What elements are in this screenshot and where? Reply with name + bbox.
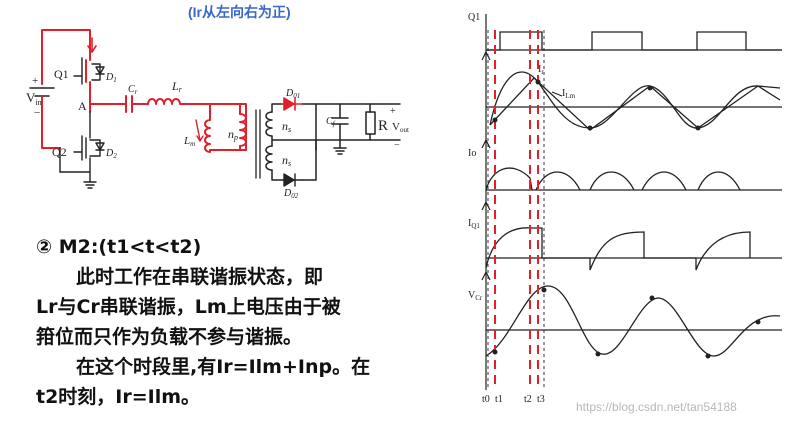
primary-winding [239, 113, 247, 147]
mode-heading: ② M2:(t1<t<t2) [36, 236, 202, 258]
io-axis-label: Io [468, 148, 476, 159]
wave-dots [492, 79, 761, 359]
lr-inductor [147, 98, 187, 105]
d02-diode [281, 173, 303, 187]
vout-label: Vout [392, 121, 409, 134]
io-wave [485, 167, 741, 191]
para1-line2: Lr与Cr串联谐振，Lm上电压由于被 [36, 296, 341, 318]
d01-label: D01 [285, 88, 300, 100]
ir-axis-label: Ir [538, 64, 544, 76]
vin-plus: + [32, 75, 38, 87]
cr-label: Cr [128, 84, 138, 96]
vcr-axis-label: VCr [468, 290, 483, 302]
q1-axis-label: Q1 [468, 12, 480, 23]
vcr-wave [485, 285, 781, 357]
ir-wave [489, 71, 781, 129]
d1-label: D1 [105, 72, 117, 84]
para1-line1: 此时工作在串联谐振状态，即 [76, 266, 324, 288]
q1-mosfet [73, 57, 105, 85]
time-label-t3: t3 [537, 394, 545, 405]
cf-label: Cf [326, 116, 336, 128]
para2-line1: 在这个时段里,有Ir=Ilm+Inp。在 [76, 356, 371, 378]
ilm-axis-label: ILm [562, 88, 576, 100]
lr-label: Lr [171, 79, 183, 94]
vin-minus: − [34, 107, 40, 119]
lm-inductor [204, 117, 211, 153]
vin-source [29, 87, 55, 105]
llc-circuit-diagram: Vin + − Q1 D1 A Q2 D2 Cr Lr Lm np ns ns [26, 29, 409, 200]
time-label-t1: t1 [495, 394, 503, 405]
waveform-axes [481, 14, 782, 390]
q1-gate-wave [486, 31, 782, 51]
lm-label: Lm [183, 135, 195, 148]
current-arrow [87, 37, 97, 53]
secondary-winding-1 [265, 111, 273, 137]
watermark: https://blog.csdn.net/tan54188 [576, 400, 737, 414]
transformer-core [255, 109, 261, 179]
para1-line3: 箝位而只作为负载不参与谐振。 [36, 326, 303, 348]
d2-label: D2 [105, 148, 117, 160]
iq1-axis-label: IQ1 [468, 218, 480, 230]
vout-minus: − [394, 140, 400, 151]
time-label-t2: t2 [524, 394, 532, 405]
timing-waveforms: Q1 Ir ILm Io IQ1 VCr t0 t1 t2 t3 [468, 12, 782, 405]
q2-label: Q2 [52, 145, 67, 159]
q1-label: Q1 [54, 67, 69, 81]
time-markers [494, 30, 539, 388]
secondary-winding-2 [265, 145, 273, 171]
secondary-wires [271, 103, 401, 181]
para2-line2: t2时刻，Ir=Ilm。 [36, 386, 201, 408]
ilm-wave [489, 77, 781, 131]
vin-label: Vin [26, 90, 42, 107]
iq1-wave [485, 227, 751, 271]
np-label: np [228, 127, 238, 142]
current-direction-note: (Ir从左向右为正) [188, 4, 291, 20]
primary-loop-wires [41, 29, 247, 151]
q2-mosfet [59, 111, 105, 189]
mode-description: ② M2:(t1<t<t2) 此时工作在串联谐振状态，即 Lr与Cr串联谐振，L… [36, 232, 456, 412]
node-a-label: A [78, 99, 87, 113]
vout-plus: + [390, 106, 396, 117]
ns2-label: ns [282, 153, 291, 168]
ns1-label: ns [282, 119, 291, 134]
d02-label: D02 [283, 188, 299, 200]
d01-diode [281, 97, 303, 111]
time-label-t0: t0 [482, 394, 490, 405]
cr-capacitor [117, 95, 149, 113]
r-label: R [378, 118, 388, 134]
